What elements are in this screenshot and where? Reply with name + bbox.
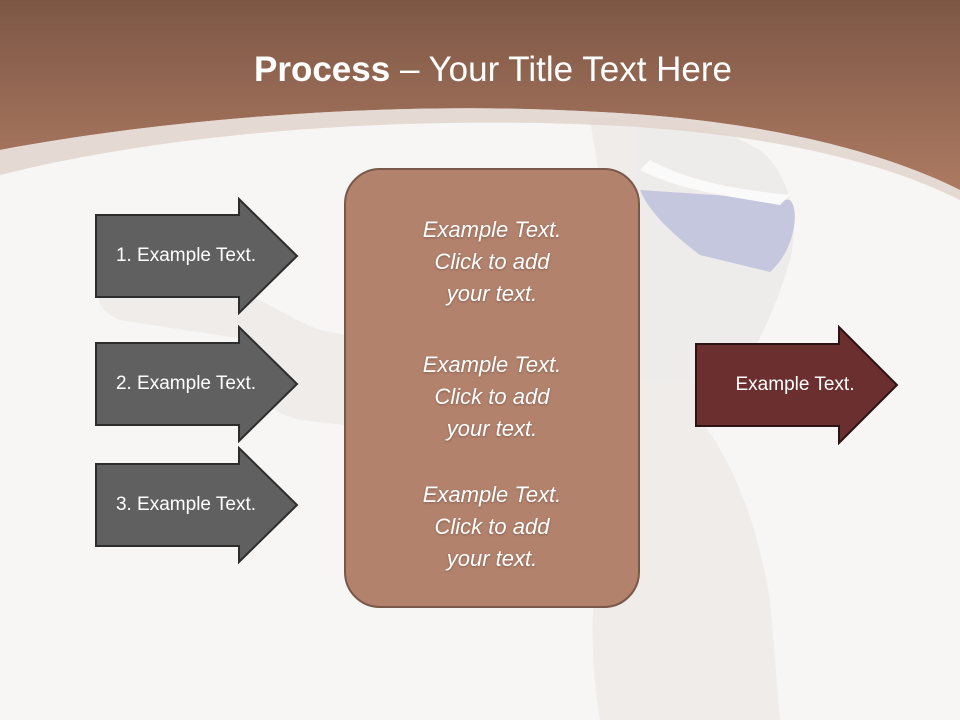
block-line: Example Text.	[422, 217, 562, 242]
left-arrow-label: 2. Example Text.	[115, 373, 257, 394]
title-bold: Process	[254, 50, 391, 89]
block-line: Click to add	[434, 514, 550, 539]
center-text-box[interactable]: Example Text. Click to add your text. Ex…	[344, 168, 640, 608]
right-arrow-label: Example Text.	[735, 374, 855, 395]
block-line: your text.	[446, 416, 538, 441]
left-arrow-label: 1. Example Text.	[115, 245, 257, 266]
block-line: your text.	[446, 281, 538, 306]
block-line: Click to add	[434, 249, 550, 274]
left-arrow-label: 3. Example Text.	[115, 494, 257, 515]
center-text-block-1: Example Text. Click to add your text.	[346, 214, 638, 310]
left-arrow-shape	[95, 446, 299, 564]
title-dash: –	[390, 50, 429, 89]
header-swoosh	[0, 108, 960, 200]
header-band	[0, 0, 960, 190]
block-line: your text.	[446, 546, 538, 571]
title-rest: Your Title Text Here	[428, 50, 733, 89]
center-text-block-3: Example Text. Click to add your text.	[346, 479, 638, 575]
block-line: Example Text.	[422, 482, 562, 507]
left-arrow-shape	[95, 197, 299, 315]
block-line: Example Text.	[422, 352, 562, 377]
center-text-block-2: Example Text. Click to add your text.	[346, 349, 638, 445]
left-arrow-shape	[95, 325, 299, 443]
right-arrow-shape	[695, 325, 899, 445]
slide-title[interactable]: Process – Your Title Text Here	[0, 50, 960, 90]
block-line: Click to add	[434, 384, 550, 409]
